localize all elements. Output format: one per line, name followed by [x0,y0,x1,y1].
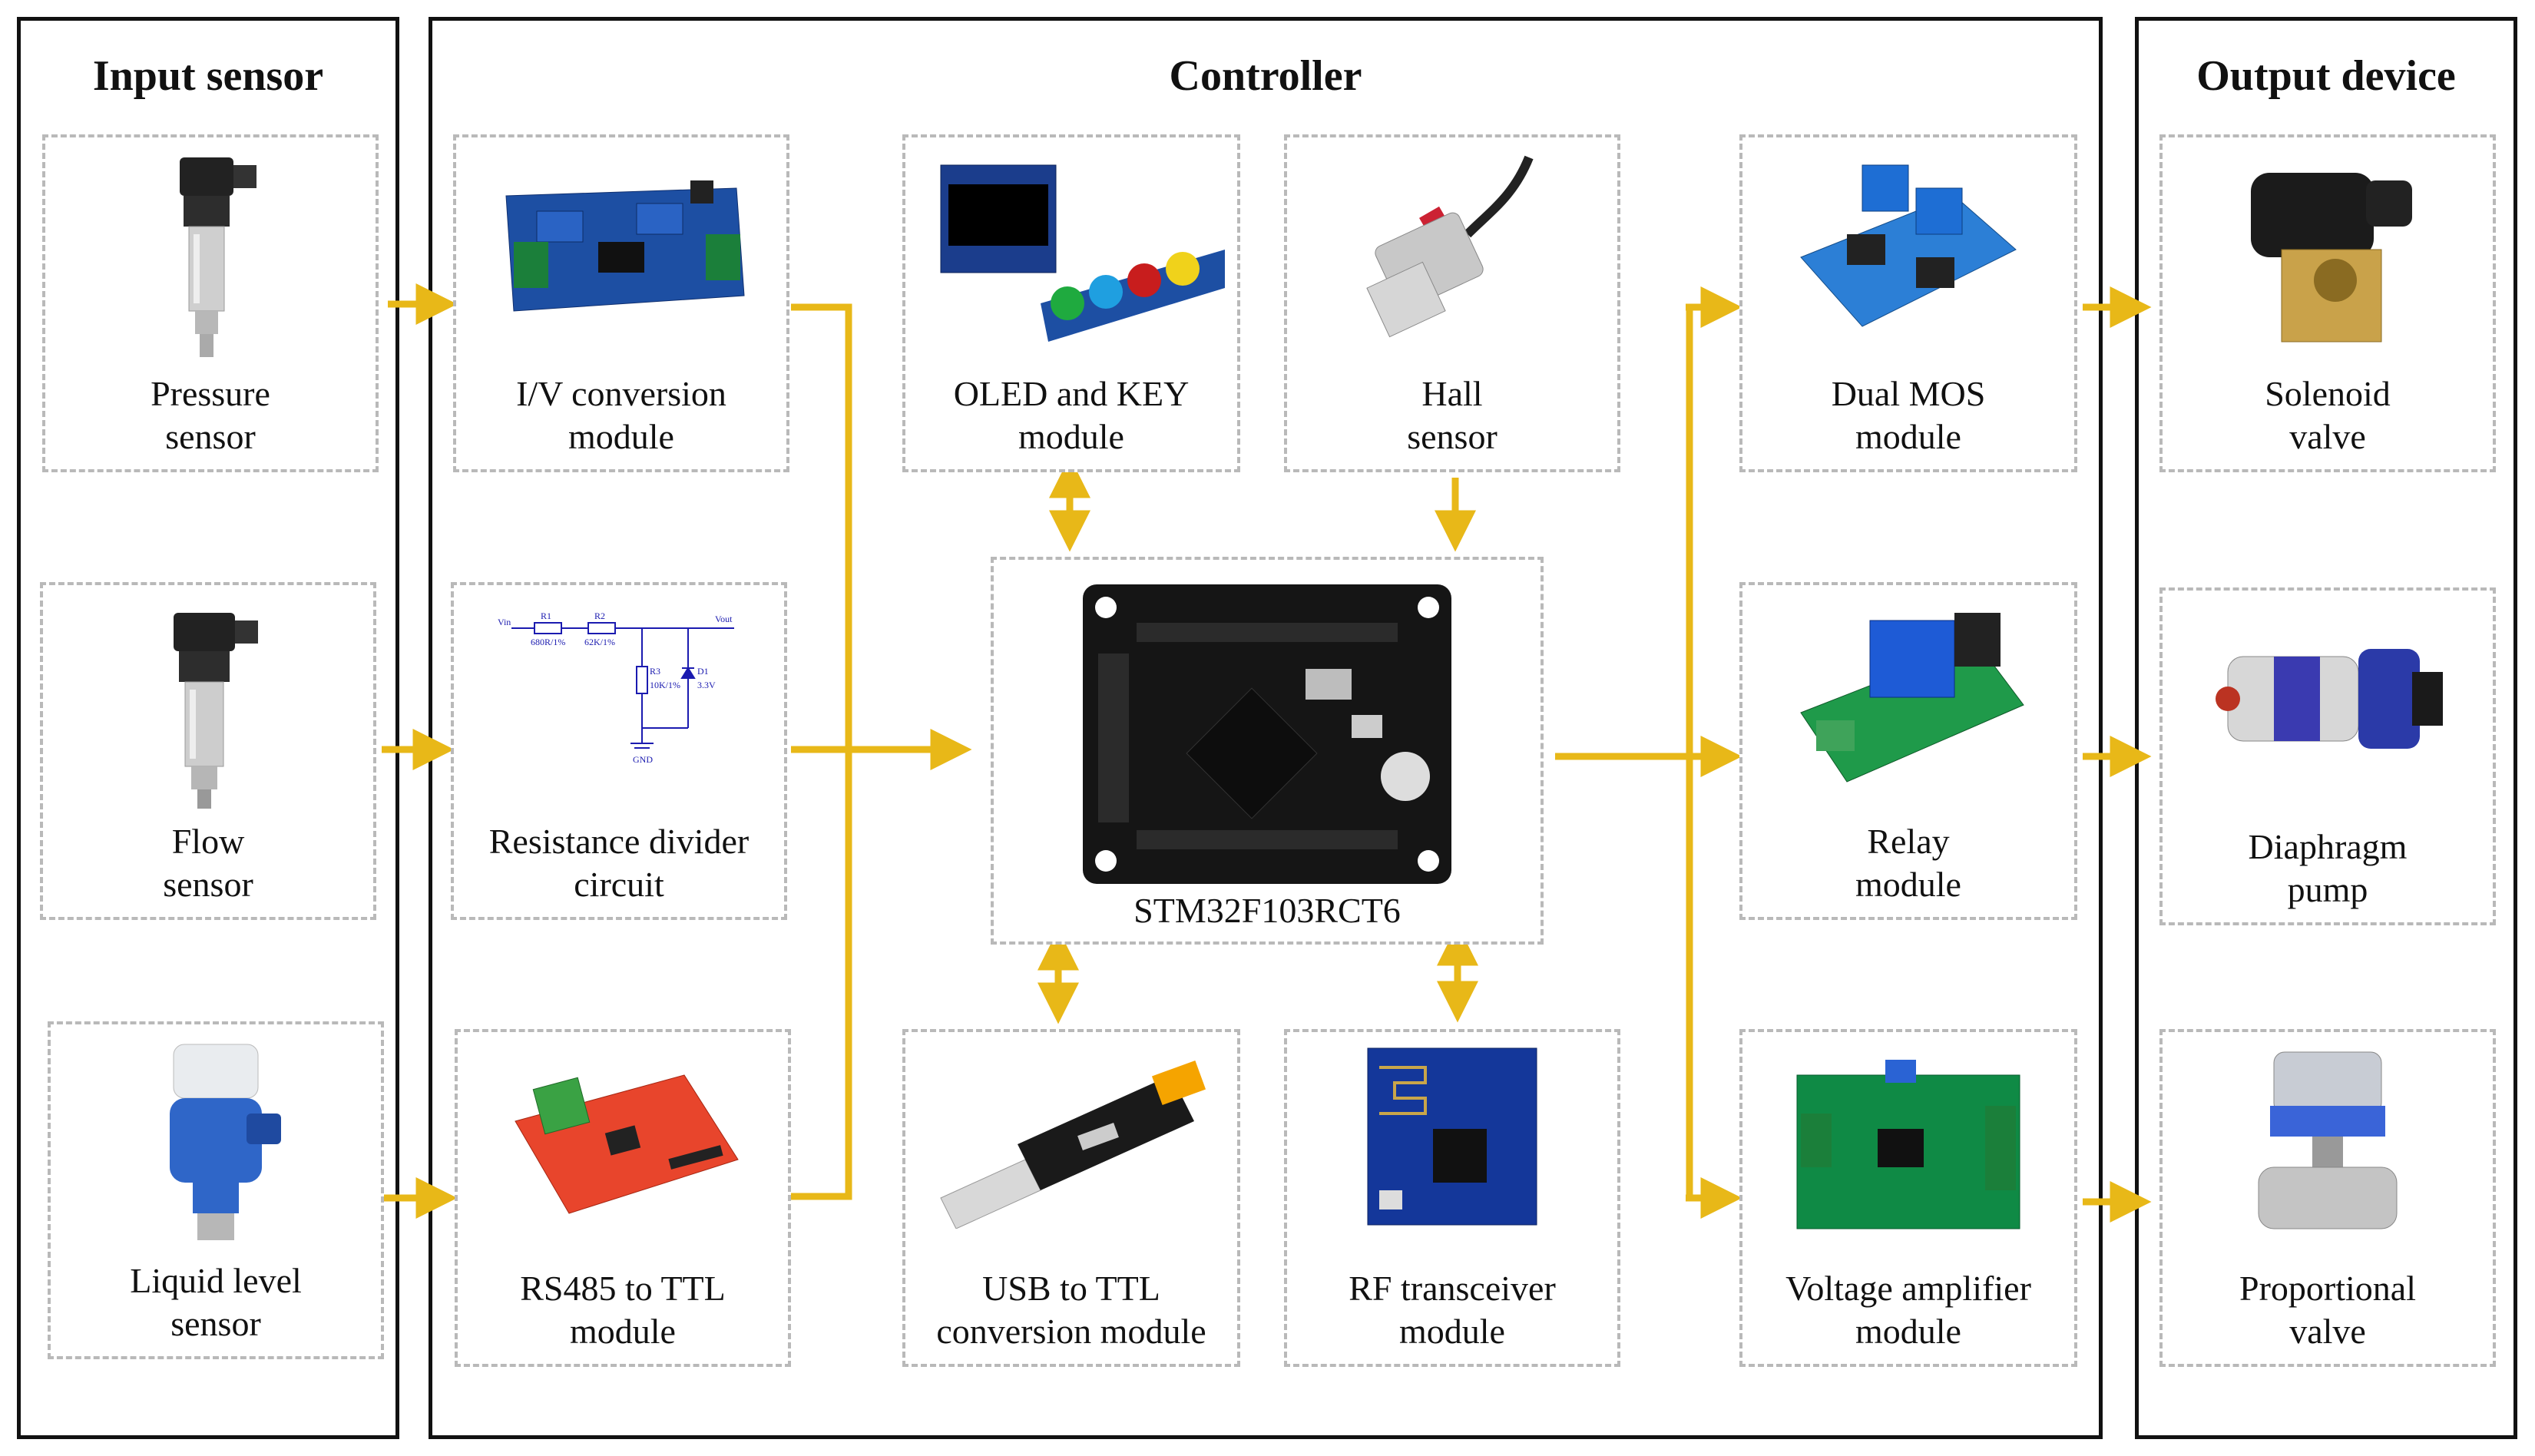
stm32-board-box: STM32F103RCT6 [991,557,1544,945]
liquid-level-sensor-label: Liquid level sensor [130,1261,302,1343]
schematic-d1: D1 [697,666,709,677]
usb-ttl-icon [940,1060,1206,1229]
voltage-amplifier-icon [1796,1060,2020,1229]
iv-module-icon [505,180,745,312]
rf-transceiver-icon [1367,1047,1537,1226]
iv-module-box: I/V conversion module [453,134,789,472]
flow-sensor-box: Flow sensor [40,582,376,920]
rs485-module-icon [515,1074,739,1214]
pressure-sensor-box: Pressure sensor [42,134,379,472]
diaphragm-pump-box: Diaphragm pump [2159,587,2496,925]
solenoid-valve-box: Solenoid valve [2159,134,2496,472]
proportional-valve-label: Proportional valve [2239,1269,2416,1351]
oled-key-icon [940,164,1225,342]
hall-sensor-icon [1366,155,1534,338]
rf-transceiver-box: RF transceiver module [1284,1029,1620,1367]
iv-module-label: I/V conversion module [516,374,726,456]
mos-module-label: Dual MOS module [1831,374,1986,456]
mos-module-box: Dual MOS module [1739,134,2077,472]
usb-ttl-label: USB to TTL conversion module [936,1269,1206,1351]
liquid-level-sensor-box: Liquid level sensor [48,1021,384,1359]
schematic-vin: Vin [498,617,511,627]
output-panel-title: Output device [2196,52,2456,100]
schematic-r3v: 10K/1% [650,680,680,690]
flow-sensor-label: Flow sensor [163,822,253,904]
divider-circuit-icon: Vin R1 680R/1% R2 62K/1% R3 10K/1% D1 3.… [498,611,734,765]
output-panel: Output device [2135,17,2517,1439]
schematic-d1v: 3.3V [697,680,716,690]
mos-module-icon [1800,164,2017,327]
voltage-amplifier-label: Voltage amplifier module [1785,1269,2031,1351]
solenoid-valve-icon [2251,173,2412,342]
relay-module-label: Relay module [1855,822,1961,904]
flow-sensor-icon [174,613,258,809]
diaphragm-pump-label: Diaphragm pump [2248,827,2408,909]
rs485-module-label: RS485 to TTL module [520,1269,726,1351]
schematic-r1v: 680R/1% [531,637,565,647]
solenoid-valve-label: Solenoid valve [2265,374,2391,456]
stm32-board-icon [1083,584,1451,884]
liquid-level-sensor-icon [170,1044,281,1240]
schematic-vout: Vout [715,614,733,624]
input-panel-title: Input sensor [92,52,324,100]
usb-ttl-box: USB to TTL conversion module [902,1029,1240,1367]
schematic-r3: R3 [650,666,660,677]
proportional-valve-box: Proportional valve [2159,1029,2496,1367]
rf-transceiver-label: RF transceiver module [1349,1269,1556,1351]
stm32-board-label: STM32F103RCT6 [1133,891,1401,930]
schematic-r2: R2 [594,611,605,621]
schematic-r2v: 62K/1% [584,637,615,647]
hall-sensor-box: Hall sensor [1284,134,1620,472]
controller-panel-title: Controller [1169,52,1362,100]
divider-circuit-box: Vin R1 680R/1% R2 62K/1% R3 10K/1% D1 3.… [451,582,787,920]
rs485-module-box: RS485 to TTL module [455,1029,791,1367]
schematic-r1: R1 [541,611,551,621]
diaphragm-pump-icon [2216,649,2443,749]
hall-sensor-label: Hall sensor [1407,374,1498,456]
relay-module-icon [1800,613,2024,783]
oled-key-label: OLED and KEY module [953,374,1190,456]
input-panel: Input sensor [17,17,399,1439]
controller-panel: Controller [429,17,2103,1439]
relay-module-box: Relay module [1739,582,2077,920]
pressure-sensor-label: Pressure sensor [151,374,270,456]
divider-circuit-label: Resistance divider circuit [488,822,750,904]
voltage-amplifier-box: Voltage amplifier module [1739,1029,2077,1367]
pressure-sensor-icon [180,157,256,357]
oled-key-box: OLED and KEY module [902,134,1240,472]
proportional-valve-icon [2258,1051,2398,1229]
schematic-gnd: GND [633,754,653,765]
